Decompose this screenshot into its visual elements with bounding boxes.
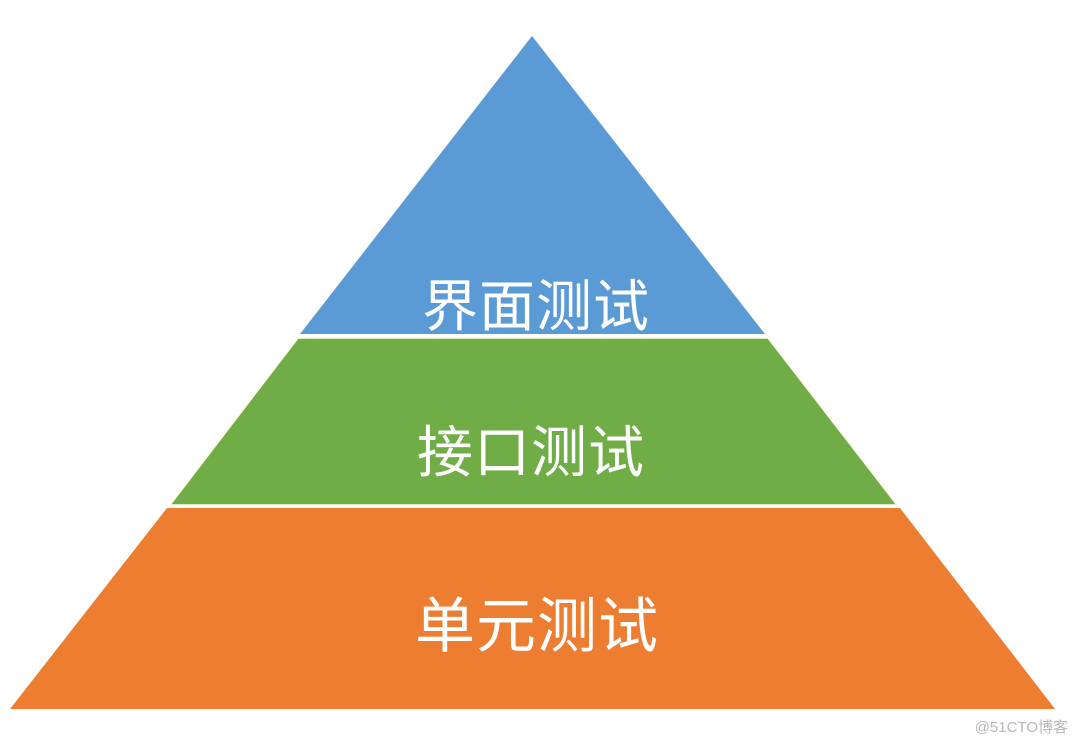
watermark: @51CTO博客	[974, 719, 1068, 736]
layer-label-unit: 单元测试	[415, 592, 659, 662]
pyramid-layer-api	[168, 337, 899, 506]
layer-label-api: 接口测试	[417, 421, 645, 486]
pyramid-layer-unit	[10, 508, 1055, 709]
pyramid-layer-ui	[300, 36, 765, 334]
layer-label-ui: 界面测试	[422, 275, 650, 340]
